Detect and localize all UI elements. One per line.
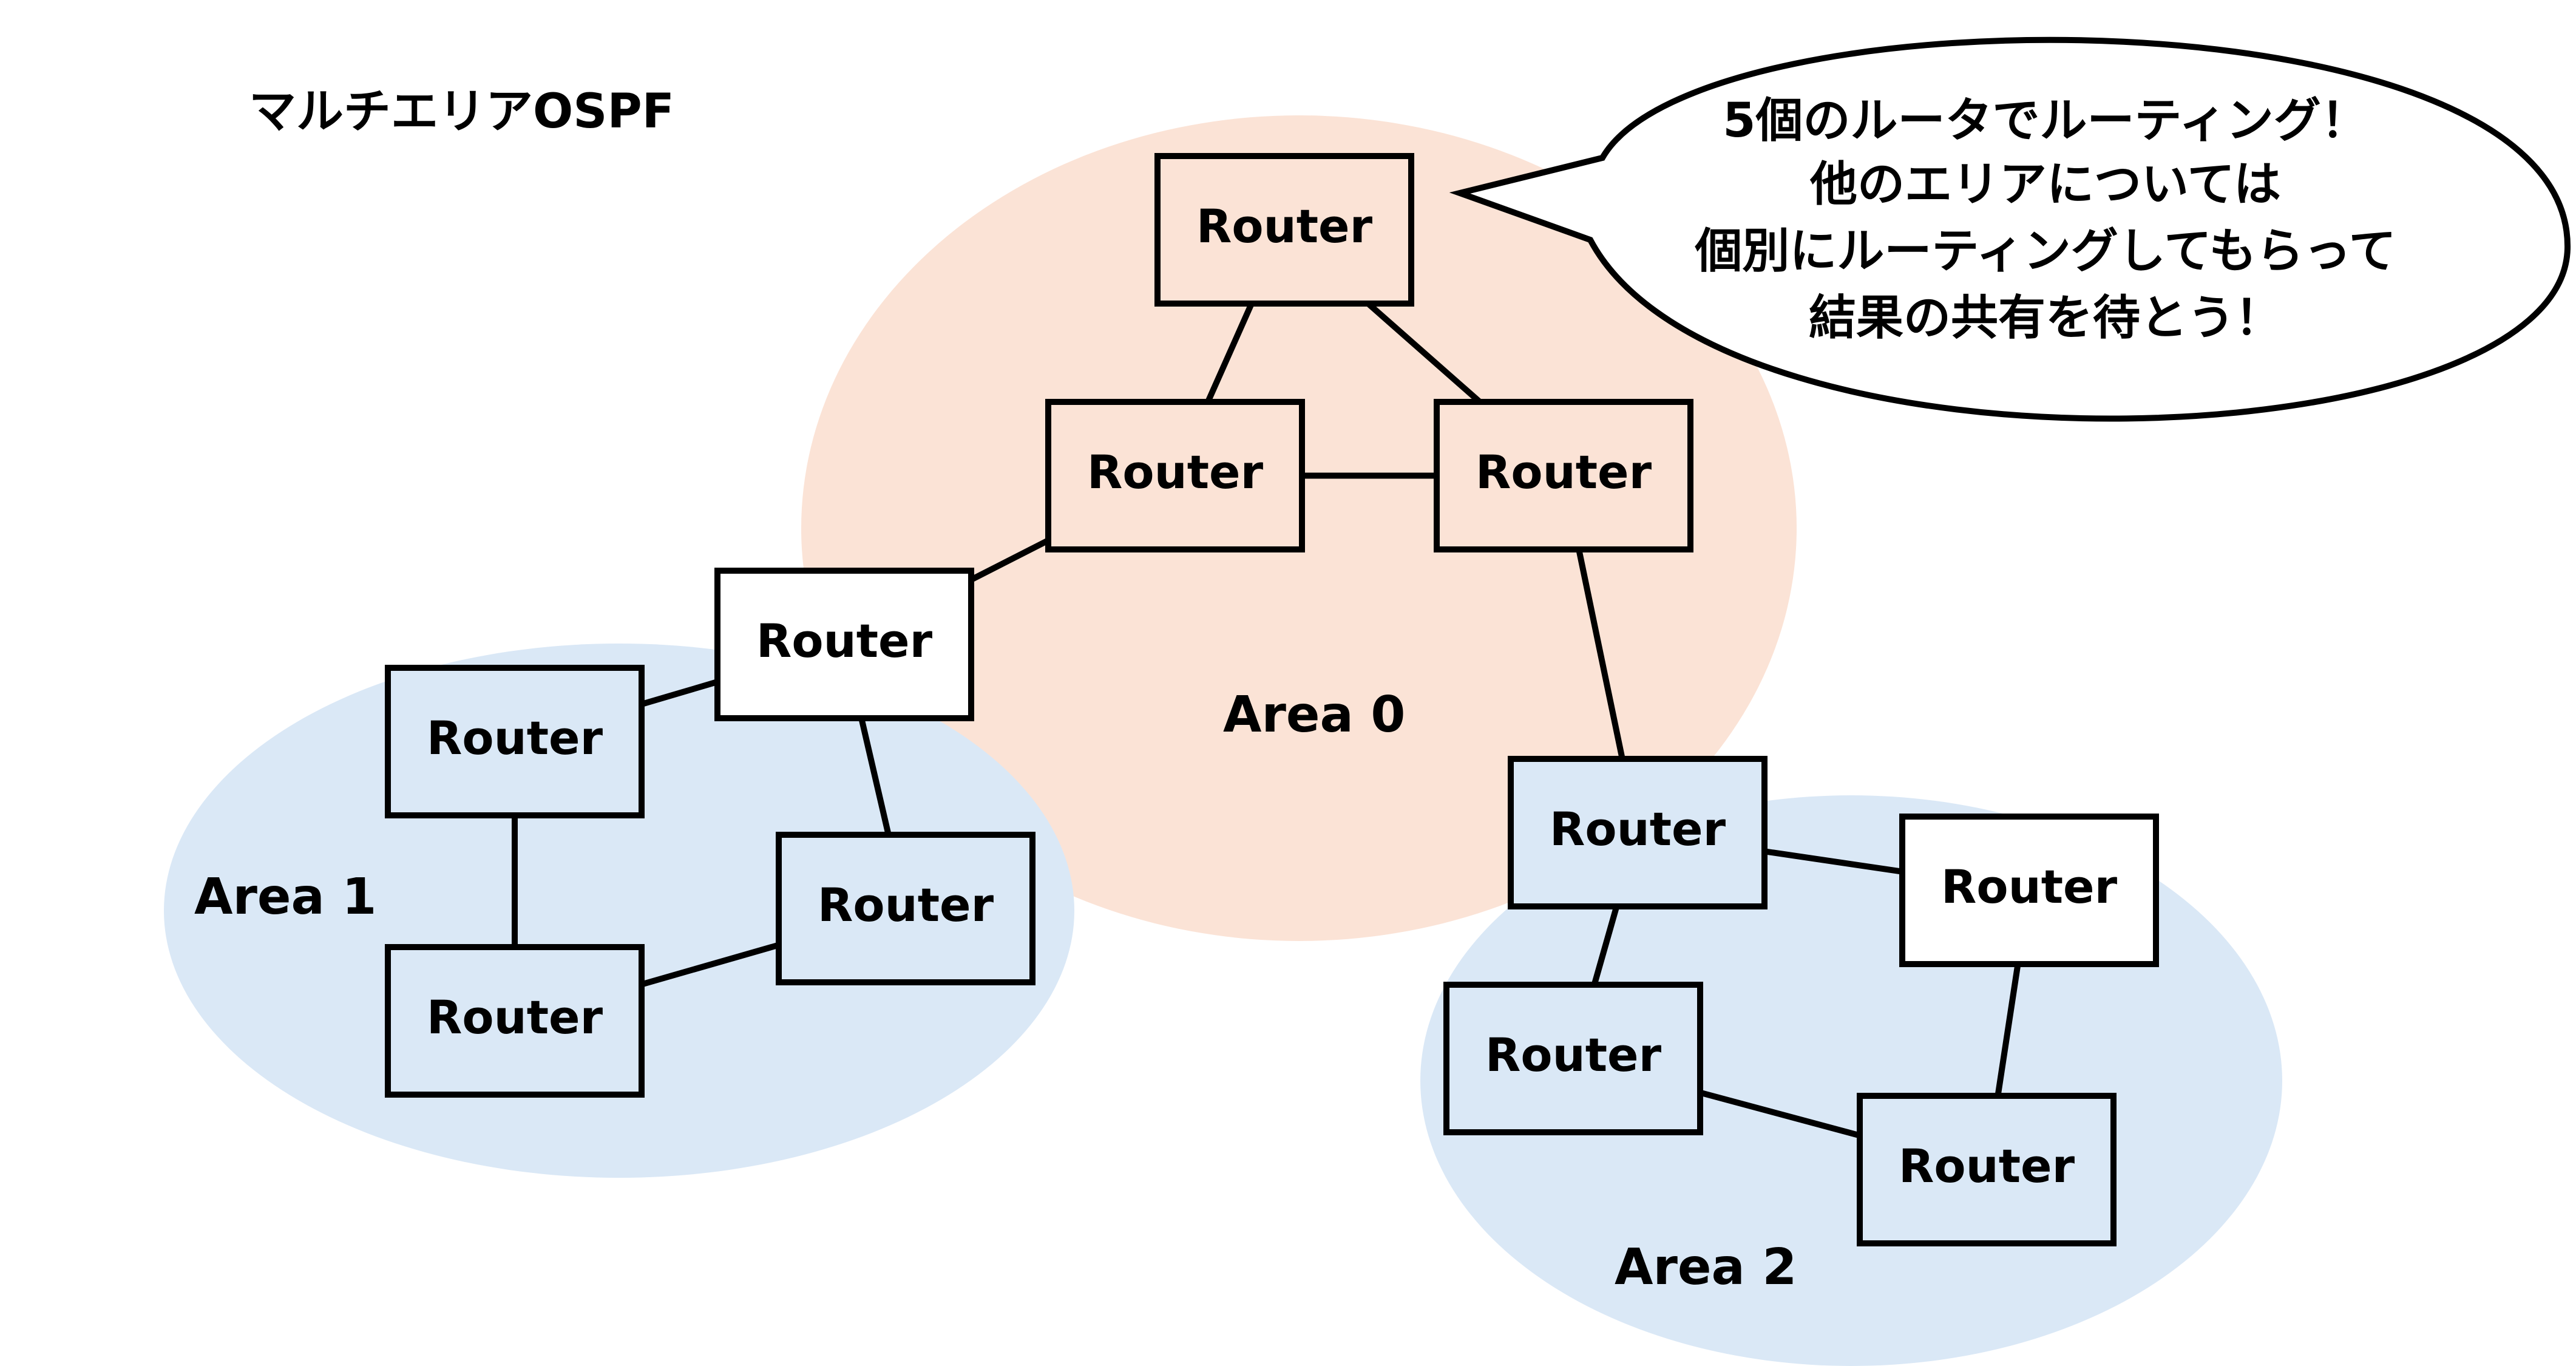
area-1-label: Area 1: [194, 868, 376, 926]
router-link: [969, 537, 1050, 583]
router-node[interactable]: Router: [1045, 399, 1305, 552]
speech-bubble-line-2: 他のエリアについては: [1809, 157, 2281, 212]
diagram-title: マルチエリアOSPF: [249, 84, 674, 139]
router-node[interactable]: Router: [1899, 814, 2159, 967]
links-group: [512, 301, 2021, 1139]
router-link: [1591, 905, 1620, 986]
router-link: [1764, 848, 1903, 875]
area-0-label: Area 0: [1223, 686, 1405, 744]
speech-bubble-line-4: 結果の共有を待とう！: [1809, 291, 2282, 345]
router-label: Router: [818, 878, 994, 932]
router-label: Router: [1087, 445, 1264, 499]
router-link: [640, 942, 780, 988]
area-2-label: Area 2: [1615, 1239, 1797, 1296]
router-label: Router: [1476, 445, 1652, 499]
router-label: Router: [1485, 1028, 1662, 1082]
router-link: [1995, 963, 2021, 1096]
router-label: Router: [1899, 1139, 2075, 1193]
router-label: Router: [756, 614, 933, 668]
router-label: Router: [1550, 802, 1726, 856]
router-node[interactable]: Router: [385, 944, 645, 1098]
router-link: [1576, 548, 1625, 760]
router-node[interactable]: Router: [1154, 153, 1414, 307]
router-node[interactable]: Router: [776, 832, 1035, 985]
router-link: [640, 679, 719, 707]
router-label: Router: [427, 711, 603, 765]
router-label: Router: [427, 990, 603, 1044]
router-link: [858, 717, 892, 836]
router-link: [1366, 301, 1482, 404]
router-node[interactable]: Router: [1443, 982, 1703, 1135]
router-node[interactable]: Router: [714, 568, 974, 721]
router-node[interactable]: Router: [1508, 756, 1768, 909]
speech-bubble-shape: [1449, 36, 2571, 422]
router-node[interactable]: Router: [385, 665, 645, 818]
router-node[interactable]: Router: [1434, 399, 1693, 552]
router-link: [1699, 1089, 1861, 1139]
speech-bubble-line-1: 5個のルータでルーティング！: [1723, 93, 2368, 148]
router-node[interactable]: Router: [1857, 1093, 2117, 1246]
router-label: Router: [1196, 199, 1373, 253]
speech-bubble: 5個のルータでルーティング！ 他のエリアについては 個別にルーティングしてもらっ…: [1449, 36, 2571, 422]
speech-bubble-line-3: 個別にルーティングしてもらって: [1694, 224, 2396, 279]
router-link: [1205, 302, 1255, 404]
router-label: Router: [1941, 860, 2118, 914]
